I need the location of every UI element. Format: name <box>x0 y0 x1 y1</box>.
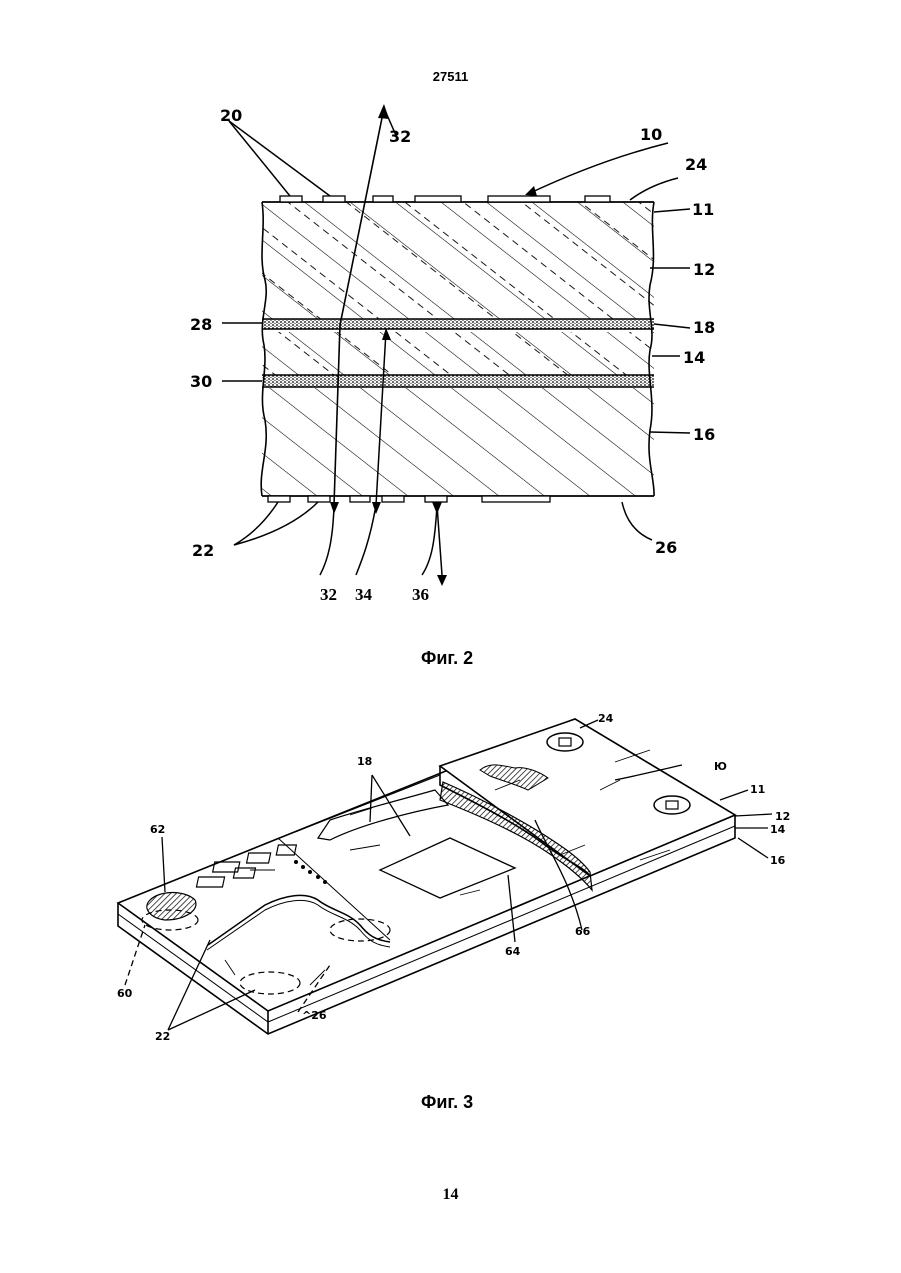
fig3-label-26: ^26 <box>302 1009 327 1022</box>
fig2-label-26: 26 <box>655 538 677 557</box>
fig3-label-22: 22 <box>155 1030 170 1043</box>
fig3-label-66: 66 <box>575 925 591 938</box>
fig3-label-64: 64 <box>505 945 521 958</box>
fig2-label-14: 14 <box>683 348 705 367</box>
figure-3-caption: Фиг. 3 <box>421 1092 473 1113</box>
fig3-label-11: 11 <box>750 783 765 796</box>
fig3-label-16: 16 <box>770 854 786 867</box>
fig2-label-34: 34 <box>355 585 373 604</box>
fig3-label-10: Ю <box>714 760 727 773</box>
page-number: 14 <box>0 1186 901 1204</box>
figure-2-section <box>222 104 690 586</box>
fig2-label-22: 22 <box>192 541 214 560</box>
fig2-label-30: 30 <box>190 372 212 391</box>
fig2-label-32-top: 32 <box>389 127 411 146</box>
fig2-label-11: 11 <box>692 200 714 219</box>
figure-3-perspective <box>118 719 772 1034</box>
fig2-label-16: 16 <box>693 425 715 444</box>
fig2-label-10: 10 <box>640 125 662 144</box>
fig3-label-60: 60 <box>117 987 133 1000</box>
fig2-label-28: 28 <box>190 315 212 334</box>
fig3-label-14: 14 <box>770 823 786 836</box>
fig2-label-20: 20 <box>220 106 242 125</box>
fig3-label-12: 12 <box>775 810 790 823</box>
fig2-label-18: 18 <box>693 318 715 337</box>
fig2-label-12: 12 <box>693 260 715 279</box>
fig2-label-32: 32 <box>320 585 337 604</box>
fig3-label-24: 24 <box>598 712 614 725</box>
fig3-label-18: 18 <box>357 755 372 768</box>
fig2-label-36: 36 <box>412 585 429 604</box>
figure-2-caption: Фиг. 2 <box>421 648 473 669</box>
fig2-label-24: 24 <box>685 155 707 174</box>
fig3-label-62: 62 <box>150 823 165 836</box>
